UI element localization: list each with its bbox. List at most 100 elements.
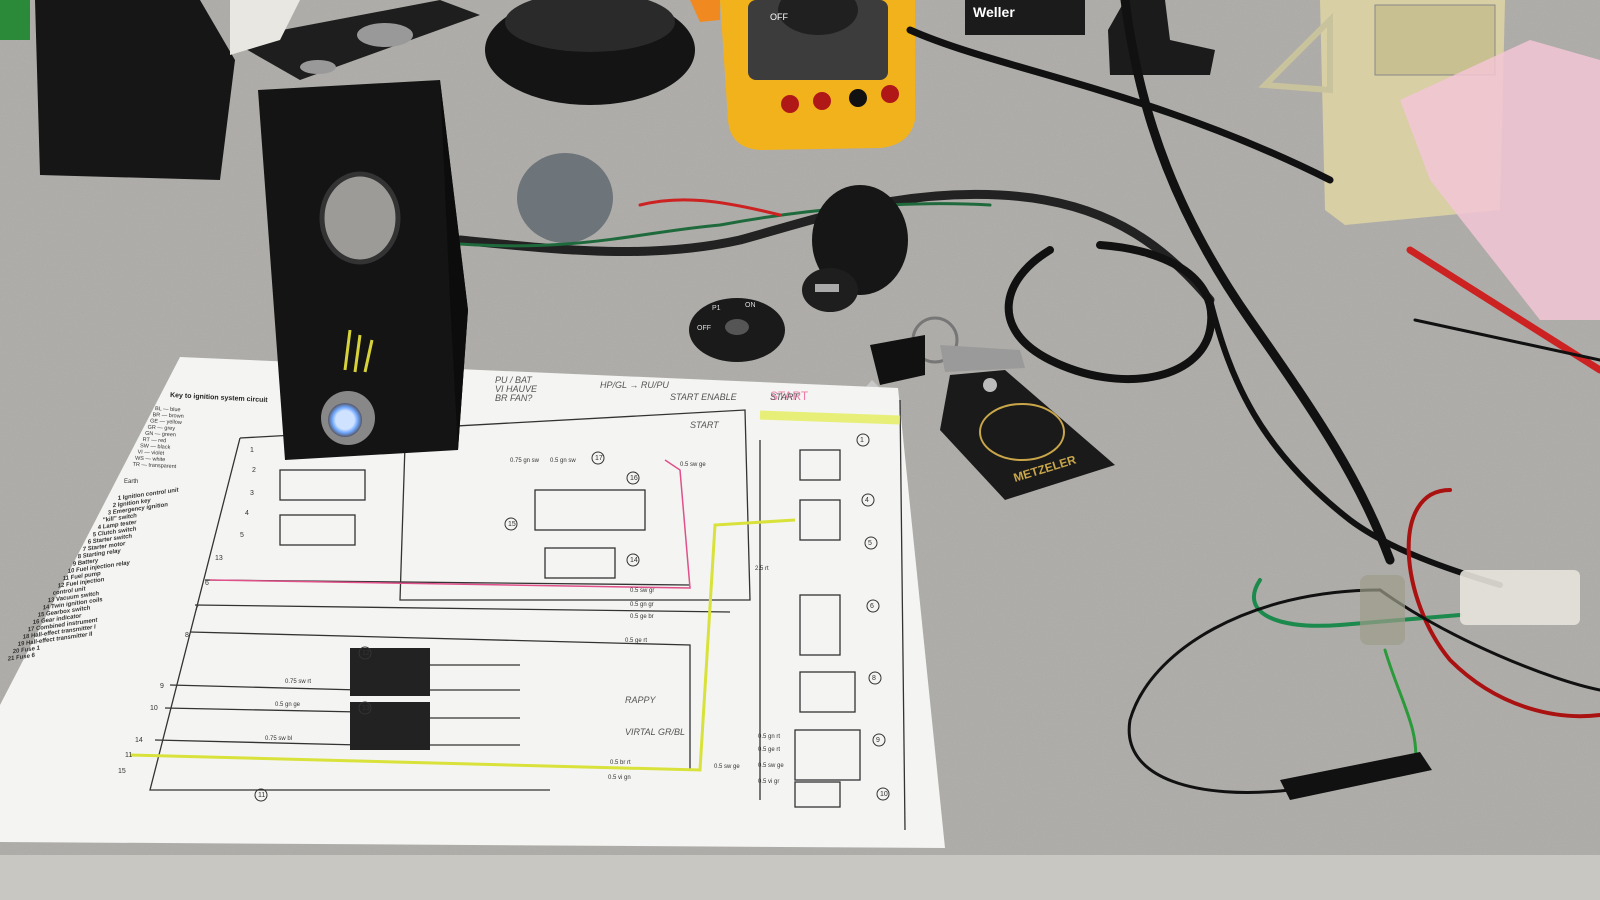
callout-number: 1 <box>860 437 864 444</box>
component-legend-item: 4 Lamp tester <box>96 520 137 532</box>
terminal-number: 15 <box>118 768 126 775</box>
enclosure-side <box>440 80 468 450</box>
bullet-connector <box>1280 752 1432 800</box>
wire-label: 0.5 gn rt <box>758 734 780 740</box>
ring-label-on: ON <box>745 302 756 309</box>
callout-circle <box>866 599 880 613</box>
callout-circle <box>504 517 518 531</box>
wire-label: 0.5 ge rt <box>758 747 780 753</box>
jack-com[interactable] <box>849 89 867 107</box>
component-legend-item: 9 Battery <box>72 558 99 568</box>
component-legend-item: control unit <box>52 586 87 597</box>
wire-label: 0.5 gn sw <box>550 458 576 464</box>
handwritten-note: START ENABLE <box>670 392 738 402</box>
grey-knob <box>517 153 613 243</box>
wire-label: 0.5 br rt <box>610 760 631 766</box>
green-object <box>0 0 30 40</box>
panel-hole <box>357 23 413 47</box>
color-code-item: BR — brown <box>152 412 183 420</box>
component-legend-item: 20 Fuse 1 <box>11 645 41 655</box>
callout-circle <box>856 433 870 447</box>
heatshrink-splice <box>1360 575 1405 645</box>
jack-red[interactable] <box>781 95 799 113</box>
supply-stand <box>1258 12 1333 94</box>
start-highlight: START <box>770 389 809 403</box>
callout-number: 15 <box>508 521 516 528</box>
keyfob <box>940 370 1115 500</box>
connector-housing <box>1460 570 1580 625</box>
power-supply-display <box>1374 4 1496 76</box>
led-push-button[interactable] <box>328 403 362 437</box>
wire-label: 2.5 rt <box>755 566 769 572</box>
keyfob-rivet <box>983 378 997 392</box>
color-code-item: RT — red <box>142 437 166 444</box>
pink-bag <box>1400 40 1600 320</box>
color-code-item: GN — green <box>145 431 176 439</box>
callout-number: 8 <box>872 675 876 682</box>
callout-circle <box>626 553 640 567</box>
yellow-highlight-wire <box>129 518 796 772</box>
callout-circle <box>872 733 886 747</box>
wire-label: 0.5 vi gr <box>758 779 779 785</box>
terminal-number: 4 <box>245 510 249 517</box>
schematic: Key to ignition system circuit BL — blue… <box>6 375 906 831</box>
callout-circle <box>876 787 890 801</box>
callout-circle <box>358 701 372 715</box>
terminal-number: 5 <box>240 532 244 539</box>
callout-number: 13 <box>362 705 370 712</box>
yellow-highlight <box>759 410 901 425</box>
terminal-number: 11 <box>125 752 132 759</box>
multimeter-dial[interactable] <box>778 0 858 35</box>
handwritten-note: PU / BAT <box>495 375 533 385</box>
callout-number: 12 <box>362 650 370 657</box>
terminal-number: 7 <box>195 605 199 612</box>
wire-label: 0.5 sw ge <box>680 462 706 468</box>
bench-edge <box>0 855 1600 900</box>
callout-circle <box>861 493 875 507</box>
multimeter-off-label: OFF <box>770 12 788 22</box>
ignition-coil-2 <box>350 702 430 750</box>
wire-label: 0.5 ge br <box>630 614 654 620</box>
handwritten-note: START <box>770 392 800 402</box>
terminal-number: 1 <box>250 447 254 454</box>
weller-label: Weller <box>973 4 1015 20</box>
wire-label: 0.5 gn gr <box>630 602 654 608</box>
color-code-item: TR — transparent <box>132 462 176 470</box>
wire-label: 0.5 sw gr <box>630 588 654 594</box>
wire-label: 0.75 gn sw <box>510 458 540 464</box>
ignition-mount-hole <box>319 171 401 265</box>
callout-circle <box>254 788 268 802</box>
component-legend-item: "kill" switch <box>102 513 137 524</box>
handwritten-note: VIRTAL GR/BL <box>625 727 685 737</box>
wire-label: 0.75 sw bl <box>265 736 292 742</box>
wire-label: 0.5 gn ge <box>275 702 301 708</box>
wiring-diagram-paper <box>0 357 945 848</box>
callout-number: 16 <box>630 475 638 482</box>
callout-number: 9 <box>876 737 880 744</box>
component-legend-item: 2 Ignition key <box>111 498 151 510</box>
ring-label-p1: P1 <box>712 305 721 312</box>
handwritten-note: RAPPY <box>625 695 657 705</box>
terminal-number: 2 <box>252 467 256 474</box>
wire-label: 0.5 ge rt <box>625 638 647 644</box>
callout-number: 11 <box>258 792 265 799</box>
earth-label: Earth <box>124 479 138 485</box>
jack-red[interactable] <box>881 85 899 103</box>
color-code-item: GE — yellow <box>150 418 182 426</box>
black-panel <box>230 0 480 80</box>
callout-circle <box>358 646 372 660</box>
jack-red[interactable] <box>813 92 831 110</box>
weller-station <box>965 0 1085 35</box>
callout-circle <box>868 671 882 685</box>
color-code-item: BL — blue <box>155 406 181 413</box>
terminal-number: 10 <box>150 705 158 712</box>
enclosure-back <box>35 0 235 180</box>
handwritten-note: BR FAN? <box>495 393 532 403</box>
switch-wires <box>343 329 374 373</box>
terminal-number: 13 <box>215 555 223 562</box>
component-legend-item: 21 Fuse 6 <box>6 653 36 663</box>
callout-number: 17 <box>595 455 603 462</box>
handwritten-note: VI HAUVE <box>495 384 538 394</box>
wire-label: 0.5 sw ge <box>758 763 784 769</box>
